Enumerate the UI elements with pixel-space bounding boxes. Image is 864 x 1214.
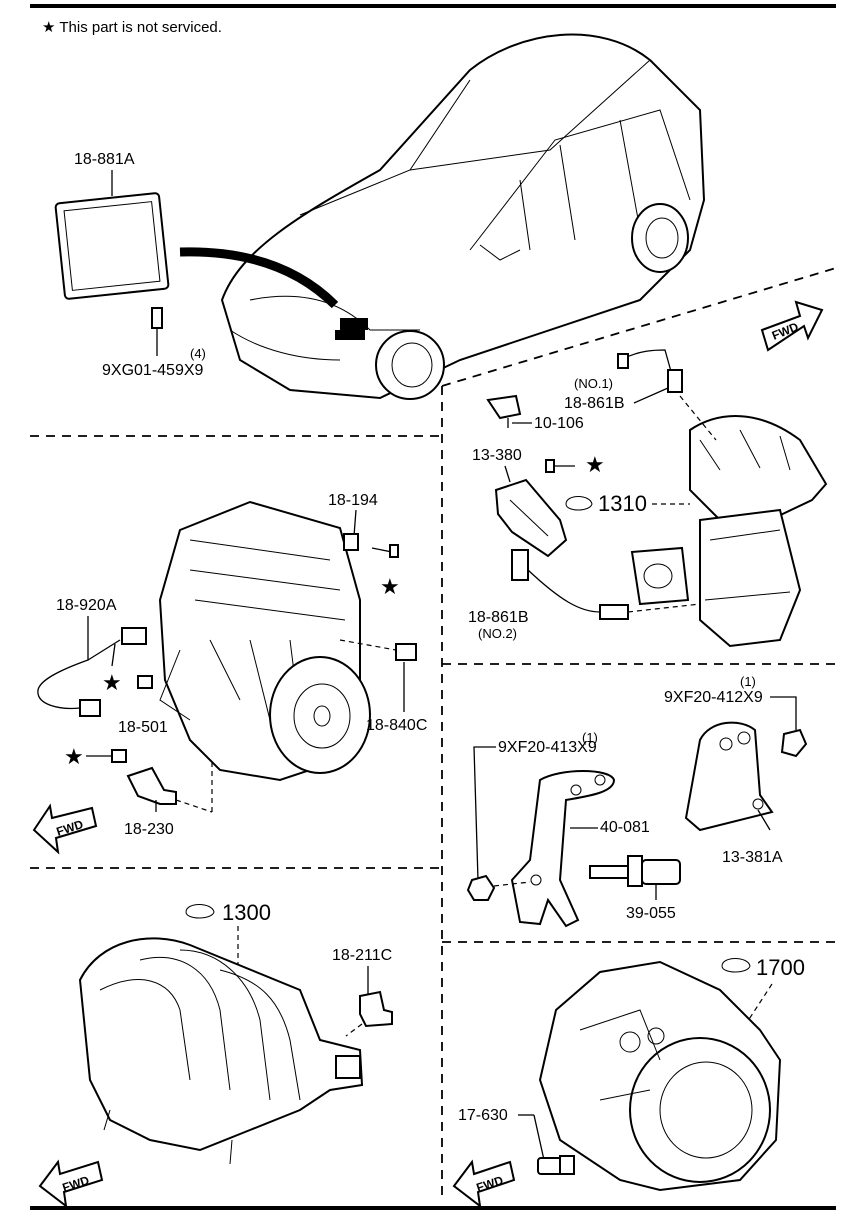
ref-1700: 1700 — [721, 955, 805, 1031]
part-18-211c-label: 18-211C — [332, 947, 392, 964]
sensor-18-194 — [343, 533, 399, 558]
fwd-arrow-transmission: FWD — [452, 1159, 516, 1209]
o2-no1-tag: (NO.1) — [574, 376, 613, 391]
transmission-housing — [538, 960, 782, 1192]
part-18-194-label: 18-194 — [328, 492, 378, 509]
part-18-840c-label: 18-840C — [366, 717, 427, 734]
ref-1310-label: 1310 — [598, 491, 647, 516]
note-text: This part is not serviced. — [59, 19, 222, 36]
o2-no2-tag: (NO.2) — [478, 626, 517, 641]
ref-1310: 1310 — [565, 491, 690, 516]
part-13-380-label: 13-380 — [472, 447, 522, 464]
part-18-230-label: 18-230 — [124, 821, 174, 838]
bracket-10-106 — [486, 394, 522, 428]
vehicle-illustration — [179, 33, 706, 400]
bracket-bolt-b-qty: (1) — [582, 730, 598, 745]
star-icon: ★ — [42, 19, 56, 36]
bracket-bolt-a-label: 9XF20-412X9 — [664, 689, 763, 706]
not-serviced-note: ★ This part is not serviced. — [42, 18, 222, 36]
part-39-055-label: 39-055 — [626, 905, 676, 922]
engine-assembly — [158, 500, 371, 782]
sensor-17-630 — [537, 1155, 575, 1175]
ref-1300-label: 1300 — [222, 900, 271, 925]
o2-no1-label: 18-861B — [564, 395, 625, 412]
bracket-13-381a — [684, 721, 808, 832]
fwd-arrow-intake: FWD — [38, 1159, 104, 1209]
stud-39-055 — [589, 855, 681, 900]
ecu-label: 18-881A — [74, 151, 135, 168]
part-18-501-label: 18-501 — [118, 719, 168, 736]
section-dividers — [30, 267, 837, 1200]
ecu-bolt-qty-label: (4) — [190, 346, 206, 361]
star-marker-4: ★ — [64, 744, 84, 769]
insulator-bolt — [545, 459, 575, 473]
fwd-arrow-engine: FWD — [32, 803, 98, 855]
bracket-bolt-a-qty: (1) — [740, 674, 756, 689]
fwd-arrow-top-right: FWD — [760, 300, 824, 352]
o2-sensor-no2 — [511, 549, 701, 620]
ecu-module — [54, 170, 170, 356]
sensor-18-840c — [339, 639, 417, 712]
heat-insulator-13-380 — [494, 478, 568, 558]
ref-1700-label: 1700 — [756, 955, 805, 980]
bracket-bolt-b-label: 9XF20-413X9 — [498, 739, 597, 756]
star-marker-2: ★ — [380, 574, 400, 599]
star-marker-3: ★ — [102, 670, 122, 695]
part-18-920a-label: 18-920A — [56, 597, 117, 614]
sensor-18-230 — [86, 749, 213, 813]
ref-1300: 1300 — [185, 900, 271, 968]
bracket-40-081 — [466, 770, 616, 928]
ecu-bolt-label: 9XG01-459X9 — [102, 362, 204, 379]
intake-manifold — [78, 937, 364, 1165]
o2-sensor-no1 — [617, 349, 683, 393]
exhaust-manifold — [630, 395, 828, 648]
harness-18-920a — [37, 616, 147, 717]
part-10-106-label: 10-106 — [534, 415, 584, 432]
part-17-630-label: 17-630 — [458, 1107, 508, 1124]
part-13-381a-label: 13-381A — [722, 849, 783, 866]
part-40-081-label: 40-081 — [600, 819, 650, 836]
star-marker-1: ★ — [585, 452, 605, 477]
sensor-18-211c — [345, 990, 393, 1037]
sensor-18-501 — [137, 675, 153, 689]
o2-no2-label: 18-861B — [468, 609, 529, 626]
